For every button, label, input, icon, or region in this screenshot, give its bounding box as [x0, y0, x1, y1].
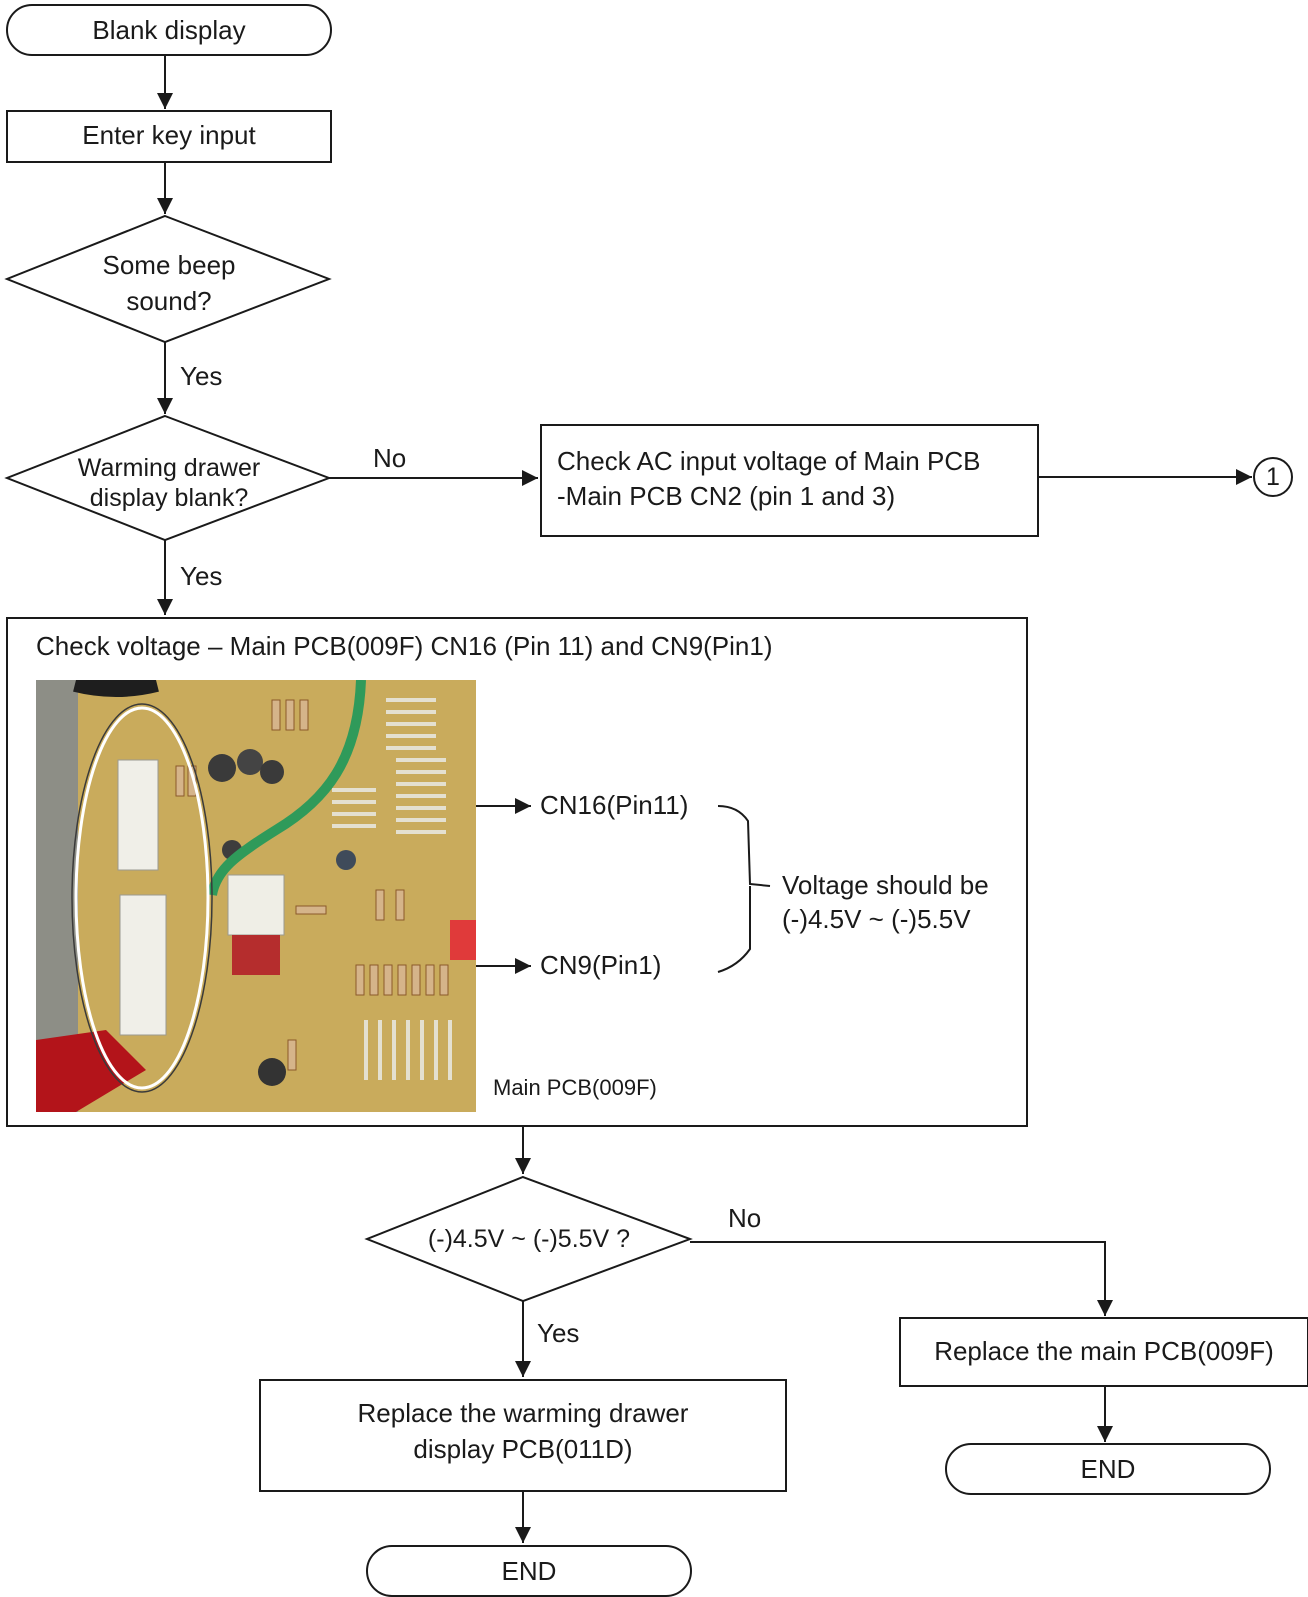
- enter-key-label: Enter key input: [82, 120, 256, 150]
- beep-yes-label: Yes: [180, 361, 223, 391]
- start-label: Blank display: [92, 15, 246, 45]
- main-pcb-photo: [36, 680, 476, 1112]
- voltage-brace: [717, 805, 771, 973]
- check-ac-box: [540, 424, 1039, 537]
- check-voltage-box: [6, 617, 1028, 1127]
- warming-no-label: No: [373, 443, 407, 473]
- range-no-label: No: [728, 1203, 762, 1233]
- range-yes-label: Yes: [537, 1318, 580, 1348]
- replace-display-line2: display PCB(011D): [413, 1434, 633, 1464]
- warming-question-line2: display blank?: [89, 484, 249, 512]
- warming-question-line1: Warming drawer: [77, 454, 261, 482]
- check-ac-line1: Check AC input voltage of Main PCB: [557, 446, 981, 476]
- check-voltage-title: Check voltage – Main PCB(009F) CN16 (Pin…: [36, 631, 773, 661]
- voltage-note-line2: (-)4.5V ~ (-)5.5V: [782, 904, 971, 934]
- connector-ref-label: 1: [1266, 463, 1280, 491]
- beep-question-line1: Some beep: [102, 250, 236, 280]
- end-left-terminator: [366, 1545, 692, 1597]
- beep-question-line2: sound?: [126, 286, 212, 316]
- check-ac-line2: -Main PCB CN2 (pin 1 and 3): [557, 481, 896, 511]
- cn16-callout-label: CN16(Pin11): [540, 790, 689, 820]
- warming-yes-label: Yes: [180, 561, 223, 591]
- replace-display-line1: Replace the warming drawer: [357, 1398, 689, 1428]
- end-right-terminator: [945, 1443, 1271, 1495]
- connector-circle: [1253, 457, 1293, 497]
- start-terminator: [6, 4, 332, 56]
- range-question-label: (-)4.5V ~ (-)5.5V ?: [427, 1225, 631, 1253]
- enter-key-box: [6, 110, 332, 163]
- cn9-callout-label: CN9(Pin1): [540, 950, 662, 980]
- edge-range-no: [690, 1241, 1113, 1316]
- end-left-label: END: [501, 1556, 557, 1586]
- replace-main-label: Replace the main PCB(009F): [934, 1336, 1274, 1366]
- voltage-note-line1: Voltage should be: [782, 870, 989, 900]
- end-right-label: END: [1080, 1454, 1136, 1484]
- photo-caption: Main PCB(009F): [493, 1075, 657, 1100]
